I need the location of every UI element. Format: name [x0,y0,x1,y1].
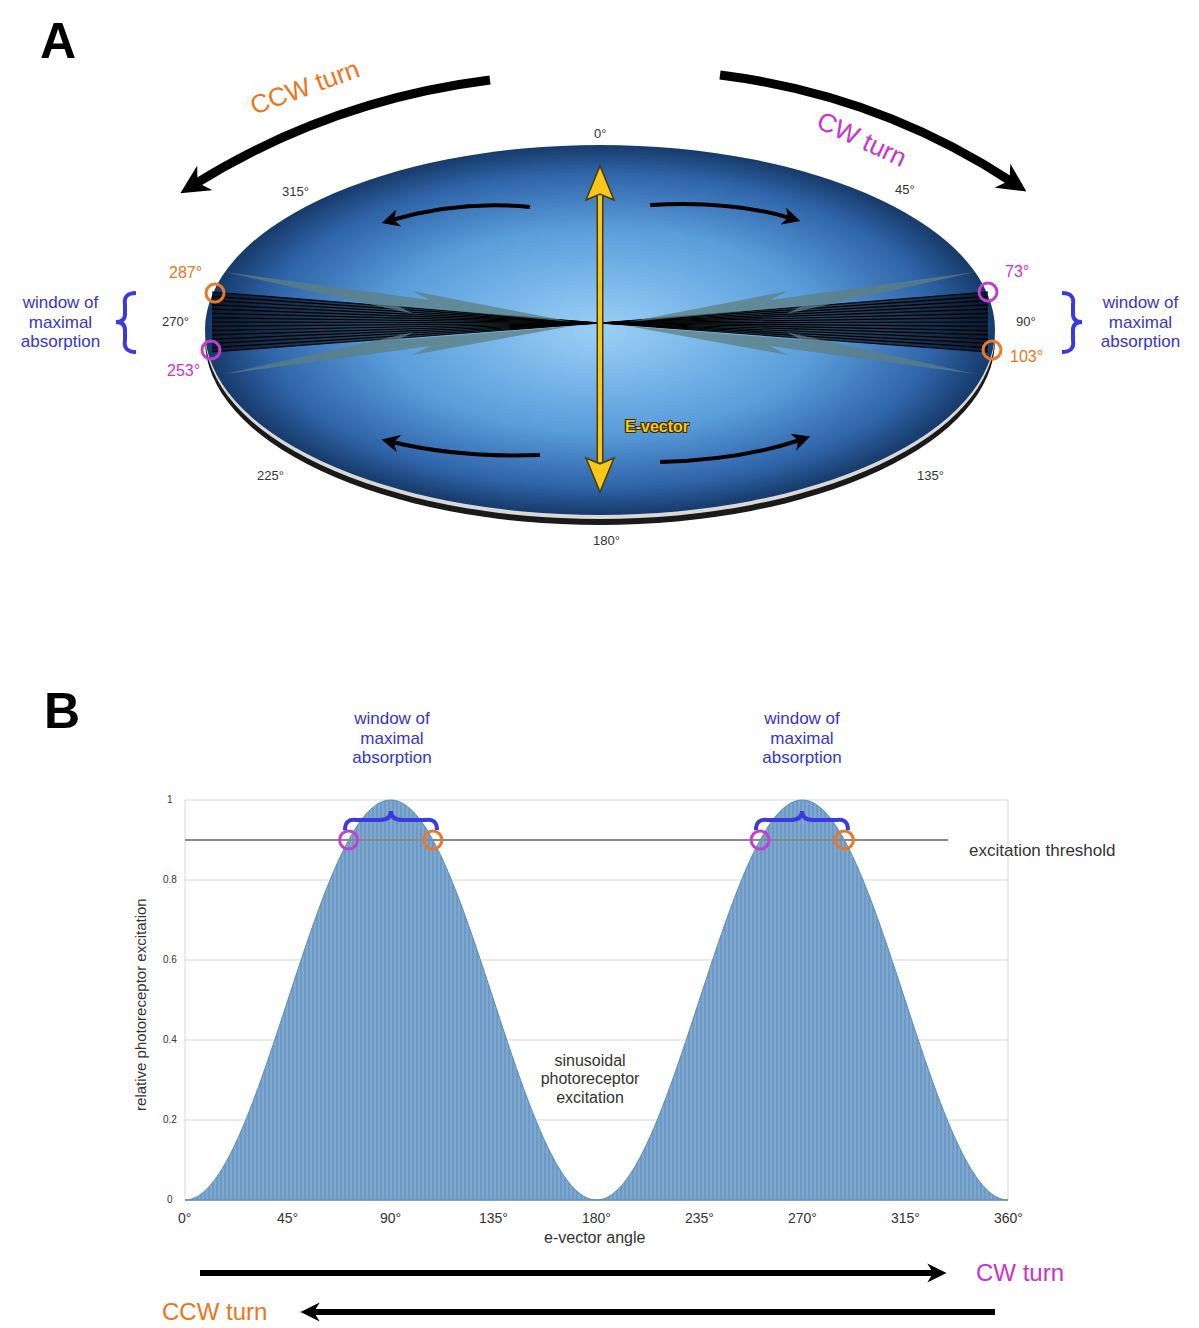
figure-part [628,272,975,374]
axis-tick: 135° [479,1210,508,1226]
figure-part [628,272,975,322]
figure-part [202,341,220,359]
panel-letter: B [44,683,80,741]
axis-title: e-vector angle [544,1229,645,1247]
figure-part [206,284,224,302]
figure-part [598,195,602,462]
angle-label: 270° [162,315,189,330]
axis-tick: 0 [167,1194,173,1206]
figure-part [340,831,854,849]
figure-part [586,166,614,200]
figure-part [205,145,995,515]
figure-part [212,305,600,323]
figure-part [979,283,997,301]
angle-label: 73° [1005,263,1029,281]
angle-label: 0° [594,127,606,142]
axis-tick: 270° [788,1210,817,1226]
figure-part [225,272,572,322]
angle-label: 225° [257,469,284,484]
axis-tick: 0.8 [163,874,177,886]
figure-part [600,305,988,323]
window-label: window of maximal absorption [322,709,462,768]
axis-tick: 0.6 [163,954,177,966]
threshold-label: excitation threshold [969,841,1115,861]
figure-part [392,442,540,455]
angle-label: 90° [1016,315,1036,330]
window-label: window of maximal absorption [8,293,113,352]
angle-label: 103° [1010,348,1043,366]
figure-part [185,800,1008,1200]
figure-part [597,195,604,462]
axis-tick: 0° [178,1210,191,1226]
figure-part [340,831,358,849]
figure-part [185,800,186,1200]
axis-tick: 1 [167,794,173,806]
window-label: window of maximal absorption [732,709,872,768]
angle-label: 45° [895,183,915,198]
window-label: window of maximal absorption [1088,293,1193,352]
figure-part [424,831,442,849]
figure-part [212,322,600,323]
figure-part [600,322,988,323]
figure-part [628,326,975,374]
angle-label: 180° [593,534,620,549]
angle-label: 135° [917,469,944,484]
panel-letter: A [40,13,76,71]
figure-part [392,205,530,220]
curve-label: sinusoidal photoreceptor excitation [525,1052,655,1107]
figure-part [660,440,800,462]
figure-part [650,204,790,218]
figure-part [751,831,769,849]
figure-part [185,800,1008,801]
axis-tick: 360° [994,1210,1023,1226]
figure-part [983,341,1001,359]
vector-label: E-vector [625,418,689,436]
angle-label: 253° [167,362,200,380]
axis-tick: 315° [891,1210,920,1226]
axis-tick: 0.2 [163,1114,177,1126]
axis-tick: 180° [582,1210,611,1226]
figure-part [185,880,1008,881]
figure-part [586,458,614,492]
axis-tick: 90° [380,1210,401,1226]
angle-label: 287° [169,264,202,282]
axis-tick: 45° [277,1210,298,1226]
axis-title: relative photoreceptor excitation [132,898,149,1111]
figure-part [835,831,853,849]
figure-part [185,839,948,841]
axis-tick: 235° [685,1210,714,1226]
turn-label: CCW turn [162,1298,267,1326]
figure-part [185,800,1008,1200]
figure-part [200,1270,935,1276]
axis-tick: 0.4 [163,1034,177,1046]
figure-part [345,811,437,830]
figure-part [225,326,572,374]
turn-label: CW turn [976,1259,1064,1287]
angle-label: 315° [282,185,309,200]
figure-part [312,1309,995,1315]
figure-part [116,293,136,352]
figure-part [1062,293,1082,352]
figure-part [756,811,848,830]
